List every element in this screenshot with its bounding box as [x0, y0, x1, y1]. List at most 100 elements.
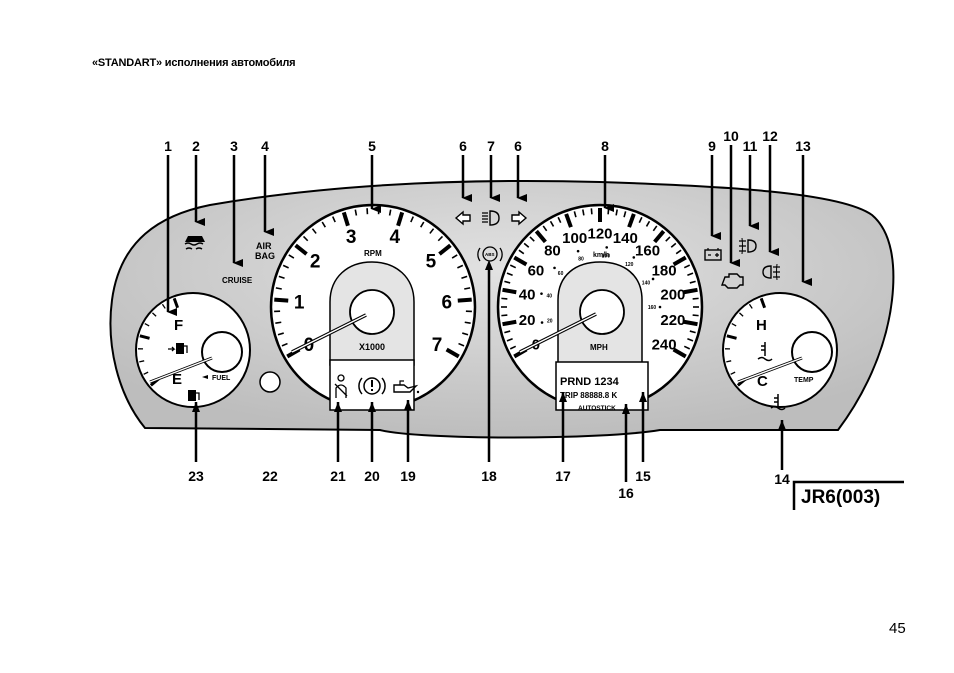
fuel-label: FUEL — [212, 375, 231, 382]
tach-tick — [302, 235, 309, 242]
speed-tick — [665, 236, 671, 242]
speed-tick — [506, 338, 513, 342]
tach-number: 3 — [346, 227, 357, 248]
fuel-full-mark: F — [174, 317, 183, 334]
speed-tick — [627, 213, 636, 228]
speed-tick — [529, 236, 535, 242]
temp-label: TEMP — [794, 377, 814, 384]
speed-tick — [506, 272, 513, 276]
tach-number: 5 — [426, 252, 437, 273]
speed-tick — [502, 319, 517, 327]
callout-arrowheads-up — [192, 260, 786, 430]
tach-tick — [321, 221, 326, 228]
mph-number: 160 — [648, 305, 657, 311]
speed-tick — [687, 338, 694, 342]
callout-16: 16 — [618, 485, 634, 501]
fuel-arrow-icon — [202, 375, 208, 379]
callout-9: 9 — [708, 138, 716, 154]
speed-tick — [689, 280, 696, 284]
mph-dot — [540, 292, 543, 295]
speed-number: 180 — [652, 262, 677, 279]
callout-19: 19 — [400, 468, 416, 484]
speed-number: 160 — [635, 243, 660, 260]
fuel-gauge: F E FUEL — [135, 292, 251, 408]
tach-tick — [277, 332, 284, 336]
fuel-tick — [161, 303, 166, 309]
speed-tick — [683, 287, 698, 295]
temperature-gauge: H C TEMP — [722, 292, 838, 411]
page-number: 45 — [889, 620, 906, 637]
gear-indicator: PRND 1234 — [560, 376, 620, 388]
callout-15: 15 — [635, 468, 651, 484]
callout-2: 2 — [192, 138, 200, 154]
tach-tick — [420, 221, 425, 228]
temp-tick — [726, 360, 732, 363]
temp-hot-mark: H — [756, 317, 767, 334]
temp-tick — [748, 303, 753, 309]
callout-6-left: 6 — [459, 138, 467, 154]
speed-tick — [590, 208, 593, 215]
tach-tick — [288, 254, 295, 259]
tach-tick — [429, 228, 435, 234]
speed-number: 200 — [660, 287, 685, 304]
speed-tick — [582, 209, 585, 216]
mph-dot — [540, 321, 544, 324]
mph-number: 80 — [578, 257, 584, 263]
speed-tick — [683, 264, 691, 269]
callout-20: 20 — [364, 468, 380, 484]
speed-tick — [672, 347, 687, 359]
tach-tick — [464, 287, 471, 290]
speed-tick — [692, 314, 699, 317]
callout-6-right: 6 — [514, 138, 522, 154]
speed-tick — [557, 216, 562, 224]
cruise-indicator: CRUISE — [222, 276, 253, 285]
callout-21: 21 — [330, 468, 346, 484]
speed-number: 60 — [528, 262, 545, 279]
speed-tick — [564, 213, 573, 228]
callout-14: 14 — [774, 471, 790, 487]
tach-tick — [438, 243, 452, 256]
trip-reset-button — [259, 371, 281, 393]
page-header: «STANDART» исполнения автомобиля — [92, 57, 296, 69]
tach-number: 4 — [390, 227, 401, 248]
coolant-temp-icon — [757, 342, 773, 362]
speed-number: 220 — [660, 312, 685, 329]
speed-tick — [692, 297, 699, 300]
tach-number: 6 — [442, 292, 453, 313]
abs-icon: ABS — [477, 246, 503, 262]
mph-dot — [605, 246, 609, 249]
mph-number: 140 — [642, 281, 651, 287]
speed-tick — [504, 280, 511, 284]
kmh-label: km/h — [593, 252, 609, 259]
front-fog-icon — [739, 237, 757, 255]
callout-22: 22 — [262, 468, 278, 484]
speed-tick — [689, 330, 696, 334]
temp-tick — [726, 334, 737, 340]
tach-tick — [311, 228, 317, 234]
speed-tick — [501, 297, 508, 300]
tach-tick — [396, 211, 405, 227]
callout-13: 13 — [795, 138, 811, 154]
tach-number: 7 — [432, 335, 443, 356]
fuel-tick — [152, 312, 157, 317]
callout-11: 11 — [743, 138, 758, 154]
mph-number: 100 — [602, 253, 611, 259]
callout-12: 12 — [762, 128, 778, 144]
mph-label: MPH — [590, 343, 608, 352]
tach-tick — [457, 297, 472, 303]
speed-number: 240 — [652, 336, 677, 353]
rpm-label: RPM — [364, 249, 382, 258]
abs-text: ABS — [485, 252, 495, 257]
rear-fog-icon — [762, 263, 780, 281]
speed-tick — [501, 314, 508, 317]
speed-tick — [652, 225, 658, 232]
tach-tick — [332, 216, 336, 223]
fuel-tick — [143, 371, 149, 375]
speed-tick — [645, 220, 651, 227]
speed-tick — [672, 255, 687, 267]
mph-dot — [651, 277, 655, 281]
speed-tick — [509, 264, 517, 269]
coolant-low-icon — [770, 394, 786, 411]
oil-pressure-icon — [393, 380, 420, 394]
